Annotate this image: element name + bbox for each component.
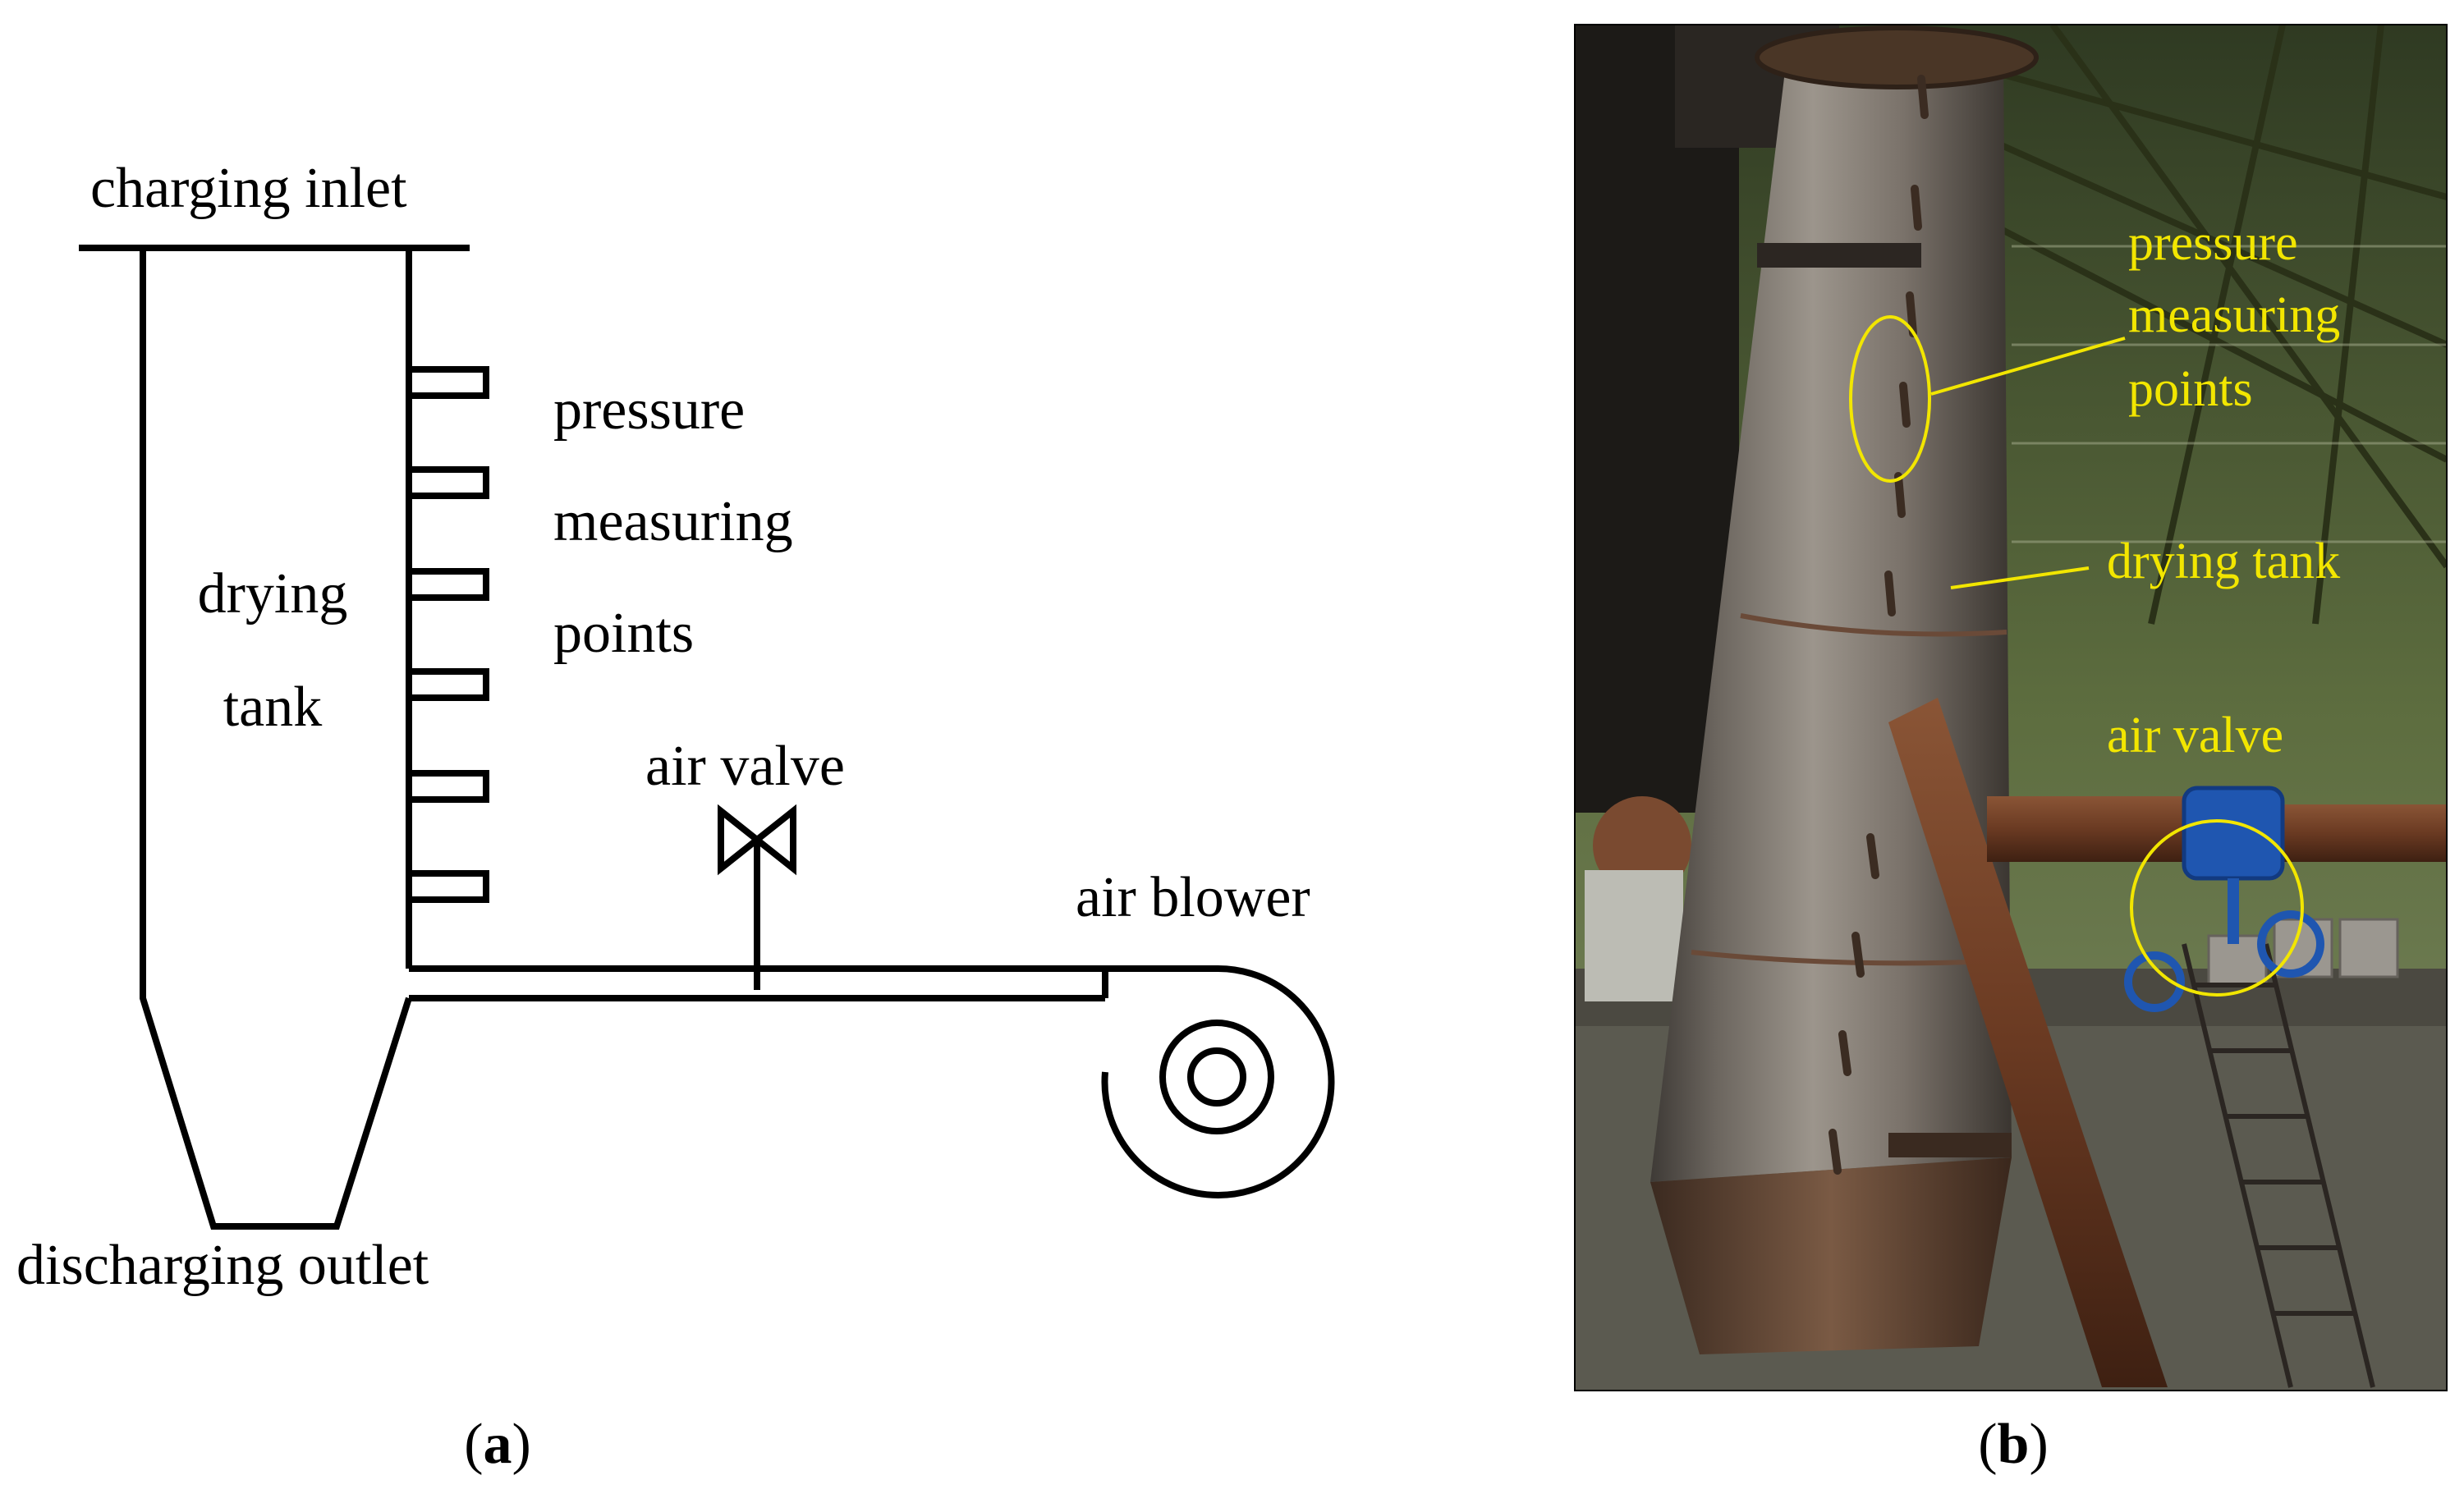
drying-tank-left-wall [140, 248, 412, 1230]
drying-tank-label-line2: tank [223, 676, 323, 739]
photo-drying-tank [1650, 48, 2012, 1182]
photo-air-valve-label: air valve [2107, 708, 2283, 763]
caption-b-close: ) [2029, 1413, 2048, 1476]
caption-b: (b) [1978, 1413, 2049, 1476]
diagonal-pipe [1888, 698, 2168, 1387]
pressure-label-line3: points [553, 602, 694, 665]
background-bags [1585, 870, 1683, 1001]
pressure-label-line1: pressure [553, 378, 745, 442]
caption-a-letter: a [484, 1413, 512, 1476]
background-drums [2207, 918, 2399, 987]
photo-drying-tank-label: drying tank [2107, 534, 2340, 589]
air-valve-label: air valve [645, 735, 845, 798]
tank-support [1888, 1133, 2012, 1157]
air-blower-label: air blower [1076, 866, 1310, 929]
photo-air-valve [2124, 786, 2324, 1012]
discharging-outlet-label: discharging outlet [16, 1234, 429, 1297]
pressure-point-6 [406, 870, 489, 903]
photo-pressure-label-line3: points [2128, 361, 2253, 417]
tank-cone-bottom [1650, 1157, 2012, 1354]
caption-a-close: ) [512, 1413, 531, 1476]
photo-frame [1574, 24, 2448, 1391]
drying-tank-label-line1: drying [198, 562, 348, 625]
caption-b-open: ( [1978, 1413, 1997, 1476]
tank-bracket [1757, 243, 1921, 268]
pressure-points-leader [1930, 337, 2126, 396]
caption-b-letter: b [1998, 1413, 2030, 1476]
horizontal-duct [1987, 796, 2184, 862]
air-valve-ellipse [2130, 819, 2304, 997]
photo-pressure-stubs [1828, 75, 1929, 1175]
charging-inlet-label: charging inlet [90, 157, 407, 220]
duct-right [2283, 804, 2447, 862]
pressure-point-3 [406, 568, 489, 601]
schematic-diagram [79, 245, 1335, 1230]
caption-a-open: ( [464, 1413, 483, 1476]
photo-pressure-label-line1: pressure [2128, 215, 2298, 271]
drying-tank-leader [1950, 566, 2090, 589]
photo-pressure-label-line2: measuring [2128, 287, 2340, 343]
pressure-point-2 [406, 466, 489, 499]
air-blower-symbol [1101, 965, 1335, 1198]
air-valve-symbol [718, 804, 796, 990]
roof-trusses [1969, 25, 2447, 625]
pressure-point-1 [406, 366, 489, 399]
caption-a: (a) [464, 1413, 531, 1476]
photo-annotations [1849, 315, 2304, 997]
tank-top-flange [1755, 25, 2039, 89]
photo-panel [1575, 25, 2447, 1391]
pressure-point-5 [406, 770, 489, 803]
pressure-point-4 [406, 668, 489, 701]
pressure-label-line2: measuring [553, 490, 793, 553]
pressure-points-ellipse [1849, 315, 1931, 483]
roof-panels [2012, 245, 2447, 543]
staircase [2182, 943, 2375, 1388]
